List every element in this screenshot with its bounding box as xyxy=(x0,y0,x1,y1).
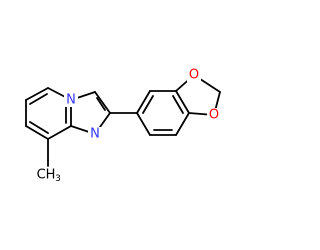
bond-c5-c6 xyxy=(25,87,49,101)
atom-label-n-imine: N xyxy=(88,127,102,142)
bond-c8-c8a xyxy=(47,125,72,140)
bond-c3-c2-inner xyxy=(96,97,106,111)
methyl-text: CH xyxy=(37,168,56,183)
bond-ar1-ar2 xyxy=(136,90,151,114)
bond-ar6-ar1 xyxy=(136,112,151,136)
atom-label-n-bridge: N xyxy=(64,93,78,108)
atom-label-o-top: O xyxy=(187,68,201,83)
bond-c3-c2 xyxy=(94,91,111,114)
bond-ar4-ar5 xyxy=(175,112,190,136)
bond-c7-c8-inner xyxy=(29,121,49,134)
bond-c5-c6-inner xyxy=(29,93,48,105)
pyridine-ring xyxy=(25,87,72,140)
atom-label-methyl: CH 3 xyxy=(36,167,64,184)
o-bottom-text: O xyxy=(209,108,219,123)
benzene-ring xyxy=(136,90,190,136)
bond-ar1-ar2-inner xyxy=(142,95,154,114)
o-top-text: O xyxy=(189,68,199,83)
bond-ar3-ar4 xyxy=(175,90,190,114)
atom-label-o-bottom: O xyxy=(207,108,221,123)
bond-ar3-ar4-inner xyxy=(172,95,184,114)
n-imine-text: N xyxy=(90,127,100,142)
molecule-structure: N N O O CH 3 xyxy=(25,68,221,184)
structure-canvas: N N O O CH 3 xyxy=(25,67,221,184)
bond-c7-c8 xyxy=(25,125,49,140)
methyl-subscript: 3 xyxy=(55,174,61,184)
n-bridge-text: N xyxy=(66,93,76,108)
